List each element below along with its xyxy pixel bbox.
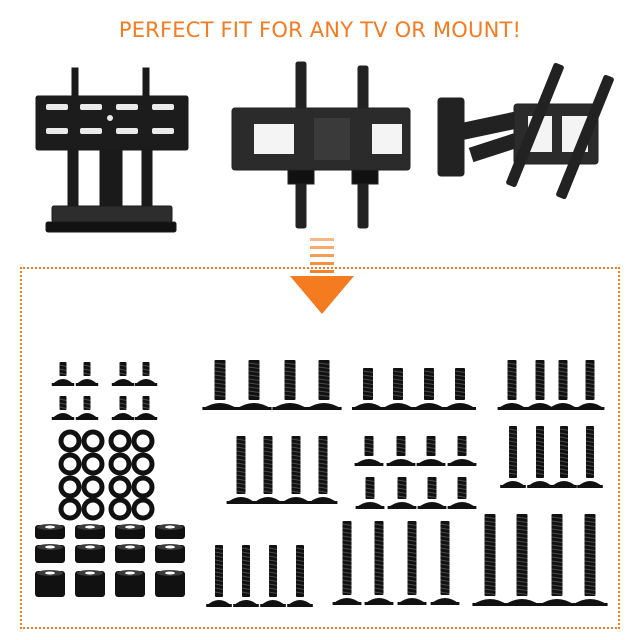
long-screw-icon [387, 477, 417, 509]
long-screw-icon [364, 521, 394, 605]
long-screw-icon [236, 360, 272, 410]
small-screw-icon [134, 396, 158, 420]
long-screw-icon [308, 436, 338, 504]
small-screw-icon [134, 362, 158, 386]
long-screw-icon [472, 514, 508, 606]
long-screw-icon [382, 368, 414, 410]
washer-icon [131, 475, 155, 499]
spacer-icon [115, 524, 145, 539]
long-screw-icon [354, 436, 384, 466]
long-screw-icon [416, 436, 446, 466]
tabletop-stand-icon [35, 67, 189, 233]
washer-icon [131, 452, 155, 476]
small-screw-icon [75, 362, 99, 386]
spacer-icon [35, 544, 65, 563]
washer-icon [81, 452, 105, 476]
long-screw-icon [272, 360, 308, 410]
long-screw-icon [572, 514, 608, 606]
long-screw-icon [413, 368, 445, 410]
spacer-icon [35, 524, 65, 539]
long-screw-icon [202, 360, 238, 410]
long-screw-icon [352, 368, 384, 410]
long-screw-icon [577, 426, 603, 488]
long-screw-icon [386, 436, 416, 466]
headline: PERFECT FIT FOR ANY TV OR MOUNT! [118, 18, 522, 42]
long-screw-icon [548, 360, 578, 410]
washer-icon [58, 475, 82, 499]
long-screw-icon [281, 436, 311, 504]
washer-icon [58, 497, 82, 521]
long-screw-icon [539, 514, 575, 606]
long-screw-icon [447, 436, 477, 466]
long-screw-icon [287, 545, 313, 607]
small-screw-icon [111, 362, 135, 386]
long-screw-icon [417, 477, 447, 509]
washer-icon [108, 475, 132, 499]
long-screw-icon [233, 545, 259, 607]
long-screw-icon [500, 426, 526, 488]
washer-icon [131, 429, 155, 453]
long-screw-icon [504, 514, 540, 606]
spacer-icon [35, 570, 65, 597]
spacer-icon [75, 570, 105, 597]
long-screw-icon [444, 368, 476, 410]
long-screw-icon [306, 360, 342, 410]
long-screw-icon [206, 545, 232, 607]
long-screw-icon [355, 477, 385, 509]
spacer-icon [155, 544, 185, 563]
hardware-kit-panel [20, 267, 620, 629]
full-motion-mount-icon [437, 62, 614, 200]
washer-icon [81, 429, 105, 453]
washer-icon [131, 497, 155, 521]
washer-icon [108, 497, 132, 521]
small-screw-icon [75, 396, 99, 420]
spacer-icon [75, 524, 105, 539]
long-screw-icon [447, 477, 477, 509]
spacer-icon [75, 544, 105, 563]
long-screw-icon [260, 545, 286, 607]
spacer-icon [115, 544, 145, 563]
small-screw-icon [51, 396, 75, 420]
long-screw-icon [332, 521, 362, 605]
down-arrow-icon [290, 238, 354, 314]
washer-icon [58, 452, 82, 476]
washer-icon [108, 452, 132, 476]
long-screw-icon [575, 360, 605, 410]
tilting-wall-mount-icon [231, 61, 411, 229]
washer-icon [81, 497, 105, 521]
long-screw-icon [397, 521, 427, 605]
spacer-icon [155, 570, 185, 597]
washer-icon [81, 475, 105, 499]
spacer-icon [115, 570, 145, 597]
small-screw-icon [51, 362, 75, 386]
long-screw-icon [253, 436, 283, 504]
long-screw-icon [525, 360, 555, 410]
spacer-icon [155, 524, 185, 539]
small-screw-icon [111, 396, 135, 420]
long-screw-icon [551, 426, 577, 488]
long-screw-icon [527, 426, 553, 488]
washer-icon [108, 429, 132, 453]
long-screw-icon [226, 436, 256, 504]
long-screw-icon [497, 360, 527, 410]
long-screw-icon [430, 521, 460, 605]
washer-icon [58, 429, 82, 453]
